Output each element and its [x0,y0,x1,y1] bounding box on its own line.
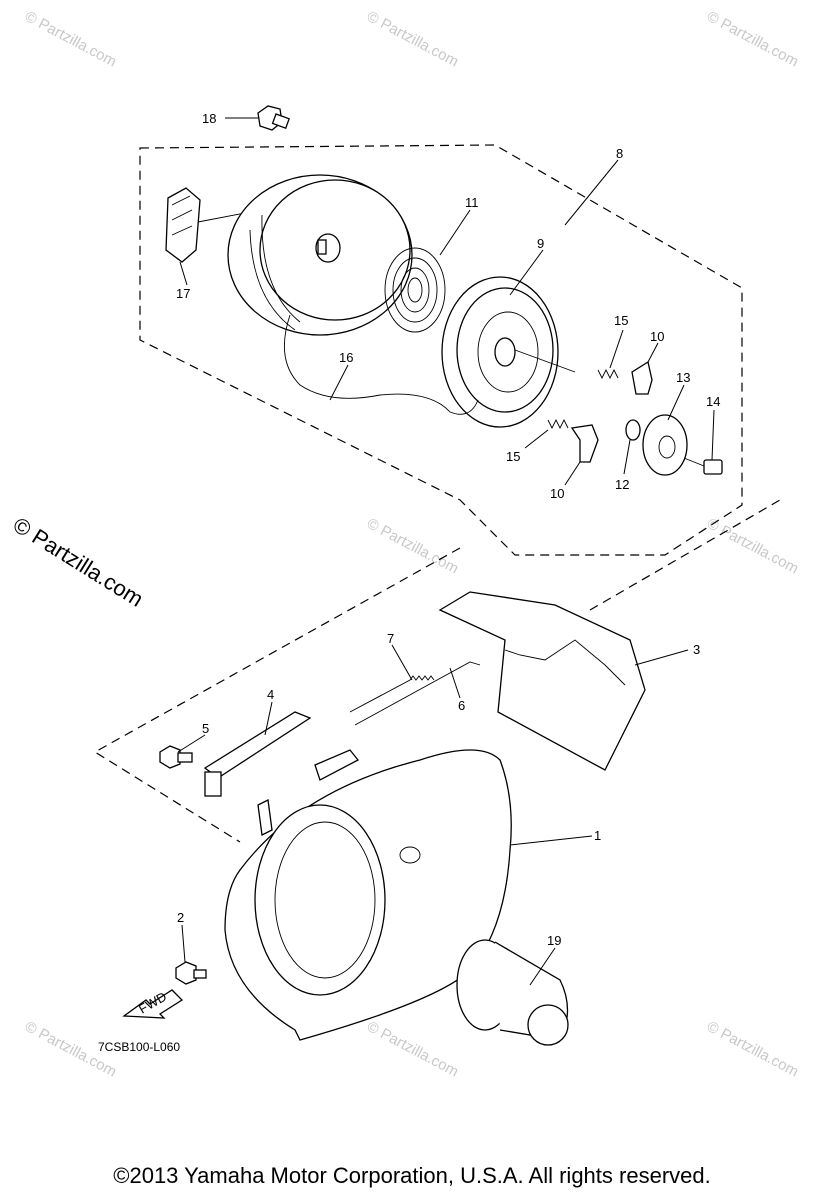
washer-12 [625,419,641,441]
bolt-18 [257,105,290,131]
starter-case [227,174,413,336]
bracket-4 [203,711,312,797]
callout-4: 4 [267,687,274,702]
throttle-linkage [257,749,359,836]
callout-6: 6 [458,698,465,713]
spring-7 [349,675,435,713]
bolt-5 [159,745,193,769]
recoil-starter-group-outline [139,144,743,556]
callout-3: 3 [693,642,700,657]
rod-6 [354,661,481,726]
callout-2: 2 [177,910,184,925]
fan-housing-1 [224,749,512,1041]
callout-15-lower: 15 [506,449,520,464]
air-shroud-3 [438,591,646,771]
bolt-2 [175,961,207,985]
screw-14 [683,457,723,475]
spiral-spring-11 [384,247,446,333]
callout-12: 12 [615,477,629,492]
callout-1: 1 [594,828,601,843]
callout-10-lower: 10 [550,486,564,501]
callout-15-upper: 15 [614,313,628,328]
cup-19 [456,939,569,1046]
callout-17: 17 [176,286,190,301]
callout-16: 16 [339,350,353,365]
diagram-code: 7CSB100-L060 [98,1040,181,1054]
drive-plate-13 [642,414,688,476]
sheave-drum-9 [441,276,576,428]
callout-8: 8 [616,146,623,161]
copyright-notice: ©2013 Yamaha Motor Corporation, U.S.A. A… [113,1163,711,1188]
callout-11: 11 [465,195,479,210]
lower-group-outline-right [589,499,781,611]
callout-5: 5 [202,721,209,736]
callout-19: 19 [547,933,561,948]
callout-10-upper: 10 [650,329,664,344]
starter-rope-16 [283,314,479,415]
callout-13: 13 [676,370,690,385]
lower-group-outline [93,547,461,843]
pawl-10-upper [631,360,653,395]
spring-15-lower [547,418,569,430]
pawl-10-lower [570,424,599,463]
callout-9: 9 [537,236,544,251]
fwd-arrow-icon: FWD [122,989,184,1019]
callout-14: 14 [706,394,720,409]
spring-15-upper [597,368,619,380]
callout-18: 18 [202,111,216,126]
callout-7: 7 [387,631,394,646]
